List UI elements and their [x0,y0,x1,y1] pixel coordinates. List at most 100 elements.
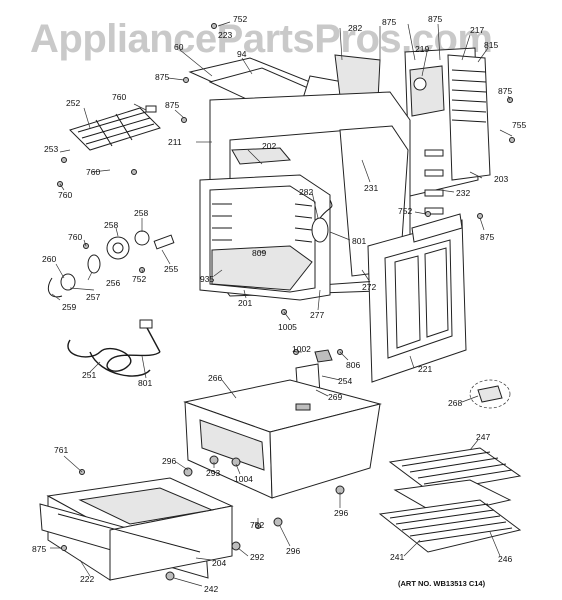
part-label: 204 [212,558,226,568]
screws [57,23,515,581]
part-label: 272 [362,282,376,292]
part-label: 266 [208,373,222,383]
back-fitting [413,77,427,91]
leader-lines [50,21,513,587]
part-label: 255 [164,264,178,274]
part-label: 259 [62,302,76,312]
part-label: 815 [484,40,498,50]
bake-terminal [139,319,153,329]
rear-shield [447,54,491,181]
part-label: 282 [299,187,313,197]
part-label: 293 [206,468,220,478]
part-label: 875 [155,72,169,82]
part-label: 257 [86,292,100,302]
part-label: 760 [112,92,126,102]
part-label: 269 [328,392,342,402]
part-label: 201 [238,298,252,308]
rack-supports [212,203,313,243]
part-label: 258 [104,220,118,230]
part-label: 277 [310,310,324,320]
sensor [311,217,329,243]
fan-motor [87,254,101,274]
door-top-trim [411,213,463,243]
part-label: 1005 [278,322,297,332]
bake-element [67,325,161,377]
part-label: 219 [415,44,429,54]
part-label: 801 [352,236,366,246]
part-label: 1004 [234,474,253,484]
side-panel-slots [424,149,444,215]
part-label: 760 [58,190,72,200]
part-label: 875 [165,100,179,110]
part-label: 241 [390,552,404,562]
part-label: 221 [418,364,432,374]
part-label: 222 [80,574,94,584]
part-label: 1002 [292,344,311,354]
broiler-pan-slots [401,451,513,485]
chassis-bracket [295,403,311,411]
part-label: 252 [66,98,80,108]
door-glass-right [424,247,449,338]
part-label: 251 [82,370,96,380]
broiler-pan-grid [388,447,522,493]
part-label: 282 [348,23,362,33]
part-label: 217 [470,25,484,35]
part-label: 246 [498,554,512,564]
oven-liner-floor [211,245,313,291]
fan-motor-mount [60,273,76,291]
part-label: 203 [494,174,508,184]
part-label: 296 [334,508,348,518]
part-label: 752 [398,206,412,216]
part-label: 875 [480,232,494,242]
part-label: 809 [252,248,266,258]
part-label: 247 [476,432,490,442]
part-label: 752 [233,14,247,24]
part-label: 806 [346,360,360,370]
side-panel-right [339,125,409,277]
part-label: 258 [134,208,148,218]
part-label: 60 [174,42,184,52]
chassis-side [269,403,381,499]
door-glass-left [394,255,421,349]
part-label: 242 [204,584,218,594]
insulation-top [231,147,292,165]
broil-terminal [145,105,157,113]
oven-clip-callout [469,379,511,409]
part-label: 760 [86,167,100,177]
part-label: 755 [512,120,526,130]
part-label: 875 [498,86,512,96]
part-label: 752 [132,274,146,284]
drawer-liner [78,487,214,525]
part-label: 761 [54,445,68,455]
part-label: 292 [250,552,264,562]
oven-clip [477,385,503,403]
part-label: 296 [162,456,176,466]
part-label: 223 [218,30,232,40]
fan-bracket [153,234,175,250]
art-number: (ART NO. WB13513 C14) [398,579,486,588]
part-label: 935 [200,274,214,284]
part-label: 296 [286,546,300,556]
part-label: 801 [138,378,152,388]
part-label: 202 [262,141,276,151]
part-label: 260 [42,254,56,264]
part-label: 231 [364,183,378,193]
part-label: 752 [250,520,264,530]
part-label: 760 [68,232,82,242]
sensor-lead [319,199,333,219]
part-label: 268 [448,398,462,408]
part-label: 875 [382,17,396,27]
part-label: 232 [456,188,470,198]
part-label: 94 [237,49,247,59]
drawer-handle [57,513,201,553]
fan-gasket [134,230,150,246]
latch-motor [314,349,333,363]
part-label: 256 [106,278,120,288]
fan-wire [47,277,63,298]
chassis-opening [199,419,265,471]
part-label: 875 [32,544,46,554]
oven-rack-wires [389,503,513,543]
part-label: 211 [168,137,182,147]
